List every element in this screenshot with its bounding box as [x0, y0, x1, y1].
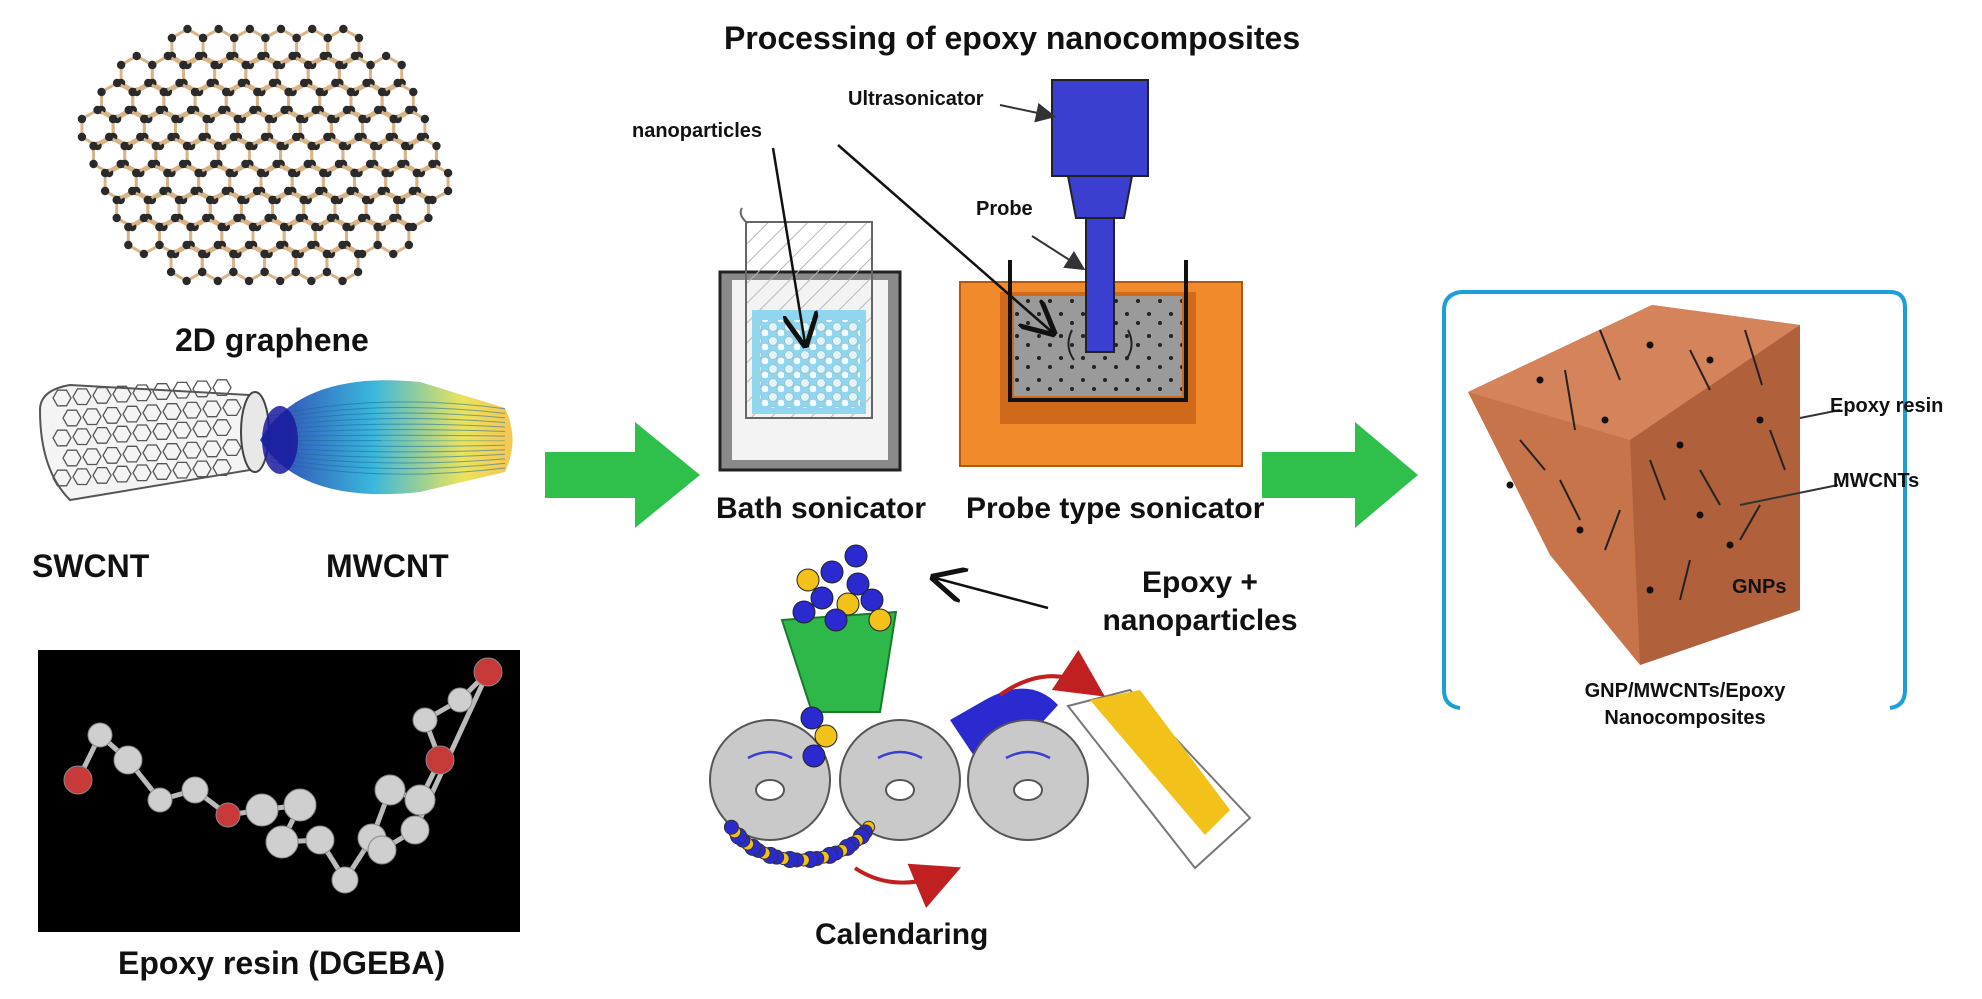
- result-label: GNP/MWCNTs/Epoxy Nanocomposites: [1550, 680, 1820, 730]
- swcnt-tube-image: [38, 379, 270, 502]
- bath-sonicator-label: Bath sonicator: [716, 492, 927, 525]
- flow-arrow-left: [545, 422, 700, 528]
- calendaring-label: Calendaring: [815, 918, 989, 951]
- pointer-arrows-processing: [771, 102, 1086, 343]
- cube-mwcnts-label: MWCNTs: [1833, 470, 1920, 492]
- cube-epoxy-resin-label: Epoxy resin: [1830, 395, 1944, 417]
- processing-title: Processing of epoxy nanocomposites: [724, 20, 1301, 56]
- epoxy-nanoparticles-label: Epoxy + nanoparticles: [1090, 566, 1310, 638]
- nanoparticles-label: nanoparticles: [632, 120, 763, 142]
- ultrasonicator-label: Ultrasonicator: [848, 88, 984, 110]
- probe-label: Probe: [976, 198, 1033, 220]
- result-label-line2: Nanocomposites: [1604, 707, 1766, 729]
- mwcnt-tube-image: [260, 380, 513, 495]
- epoxy-nanoparticles-line1: Epoxy +: [1142, 566, 1258, 599]
- epoxy-nanoparticles-line2: nanoparticles: [1102, 604, 1298, 637]
- result-label-line1: GNP/MWCNTs/Epoxy: [1584, 680, 1786, 702]
- calendaring-image: [709, 544, 1252, 909]
- bath-sonicator-image: [718, 207, 902, 472]
- nanocomposite-cube-image: [1442, 290, 1907, 710]
- dgeba-molecule-image: [38, 650, 520, 932]
- epoxy-resin-dgeba-label: Epoxy resin (DGEBA): [118, 945, 446, 981]
- cube-gnps-label: GNPs: [1732, 576, 1787, 598]
- graphene-label: 2D graphene: [175, 322, 369, 358]
- mwcnt-label: MWCNT: [326, 548, 449, 584]
- flow-arrow-right: [1262, 422, 1418, 528]
- graphene-sheet-image: [77, 24, 453, 286]
- swcnt-label: SWCNT: [32, 548, 150, 584]
- probe-type-sonicator-label: Probe type sonicator: [966, 492, 1265, 525]
- probe-sonicator-image: [959, 79, 1243, 467]
